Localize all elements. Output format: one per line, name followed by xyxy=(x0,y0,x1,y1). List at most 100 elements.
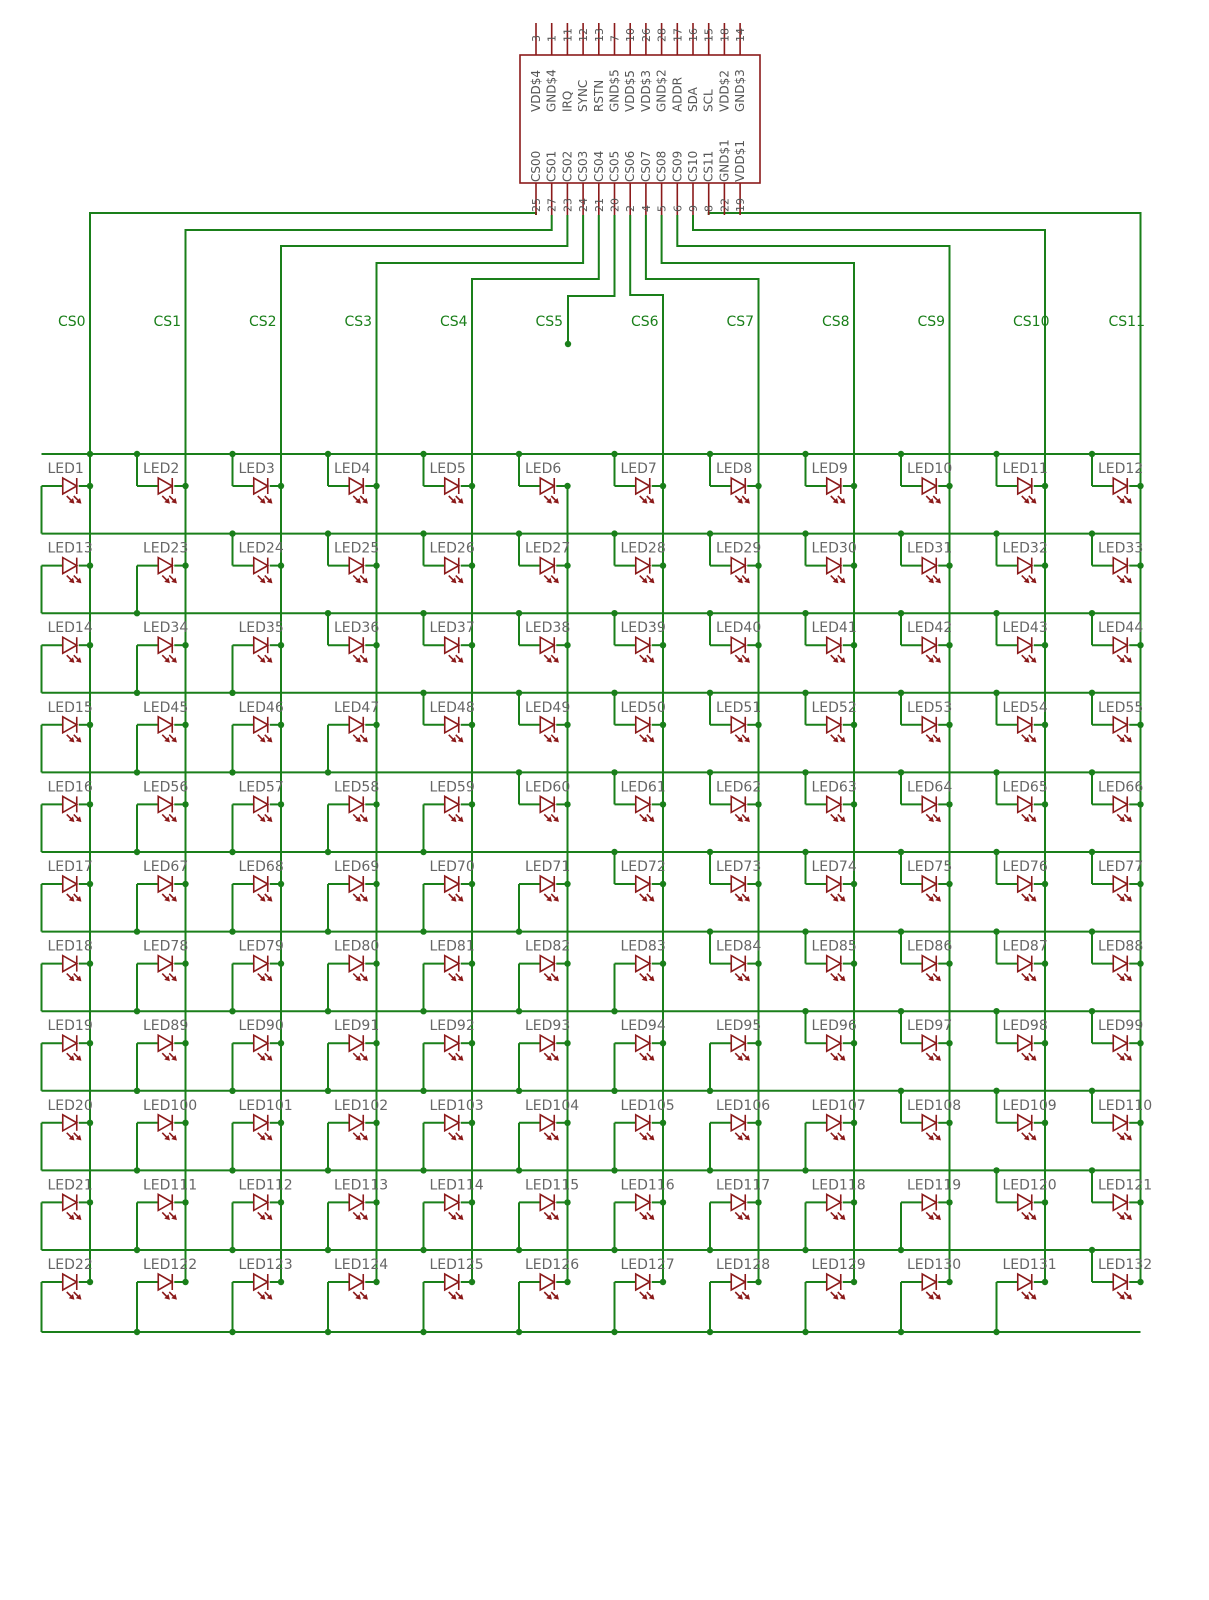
ic-bottom-pin-number: 21 xyxy=(593,198,606,212)
diode-triangle xyxy=(157,1272,174,1292)
junction-dot xyxy=(229,450,236,458)
light-arrow-head xyxy=(164,498,170,504)
led-designator: LED104 xyxy=(525,1098,579,1114)
junction-dot xyxy=(659,801,667,808)
light-arrow-head xyxy=(737,577,743,584)
junction-dot xyxy=(802,848,809,856)
junction-dot xyxy=(420,530,427,537)
led-symbol: LED19 xyxy=(48,1018,93,1061)
led-designator: LED25 xyxy=(334,541,379,557)
junction-dot xyxy=(1137,1199,1144,1206)
led-symbol: LED31 xyxy=(907,541,952,584)
led-designator: LED118 xyxy=(812,1177,866,1193)
junction-dot xyxy=(324,1087,332,1095)
junction-dot xyxy=(946,880,953,888)
led-designator: LED40 xyxy=(716,620,761,636)
junction-dot xyxy=(1137,960,1144,967)
light-arrow-head xyxy=(457,577,464,584)
cs-route-wire xyxy=(471,215,600,486)
junction-dot xyxy=(564,1278,571,1286)
light-arrow-head xyxy=(744,657,750,663)
diode-triangle xyxy=(443,556,461,575)
junction-dot xyxy=(611,689,618,696)
led-designator: LED105 xyxy=(621,1098,675,1114)
led-designator: LED74 xyxy=(812,859,857,875)
led-designator: LED90 xyxy=(239,1018,284,1034)
diode-triangle xyxy=(921,556,938,575)
junction-dot xyxy=(229,1087,236,1095)
junction-dot xyxy=(468,482,476,490)
junction-dot xyxy=(515,1167,523,1174)
led-designator: LED59 xyxy=(430,779,475,795)
led-symbol: LED116 xyxy=(621,1177,675,1221)
light-arrow-head xyxy=(75,577,82,584)
light-arrow-head xyxy=(1023,1294,1030,1300)
junction-dot xyxy=(802,689,809,696)
diode-triangle xyxy=(157,1193,174,1212)
light-arrow-head xyxy=(1023,896,1030,902)
junction-dot xyxy=(420,1328,427,1336)
junction-dot xyxy=(706,928,714,935)
cs-route-wire xyxy=(567,215,616,344)
junction-dot xyxy=(993,1087,1000,1095)
light-arrow-head xyxy=(1126,1214,1132,1221)
ic-bottom-pin-number: 23 xyxy=(561,198,574,212)
junction-dot xyxy=(897,450,905,458)
junction-dot xyxy=(802,769,809,776)
light-arrow-head xyxy=(648,896,655,902)
diode-triangle xyxy=(825,795,843,814)
junction-dot xyxy=(706,1167,714,1174)
diode-triangle xyxy=(634,635,652,655)
light-arrow-head xyxy=(744,1134,750,1141)
led-symbol: LED41 xyxy=(812,620,857,663)
led-designator: LED5 xyxy=(430,461,466,477)
junction-dot xyxy=(468,1278,476,1286)
diode-triangle xyxy=(730,556,747,575)
junction-dot xyxy=(850,960,858,967)
diode-triangle xyxy=(634,1272,652,1292)
led-designator: LED75 xyxy=(907,859,952,875)
junction-dot xyxy=(564,801,571,808)
junction-dot xyxy=(993,769,1000,776)
ic-top-pin-number: 28 xyxy=(656,28,669,42)
led-symbol: LED131 xyxy=(1003,1257,1057,1300)
diode-triangle xyxy=(1016,874,1034,894)
light-arrow-head xyxy=(737,1214,743,1221)
light-arrow-head xyxy=(164,1134,170,1141)
net-label-cs11: CS11 xyxy=(1109,314,1145,330)
light-arrow-head xyxy=(266,498,273,504)
led-designator: LED63 xyxy=(812,779,857,795)
led-symbol: LED49 xyxy=(525,700,570,743)
ic-bottom-pin-name: CS00 xyxy=(529,151,543,182)
junction-dot xyxy=(515,1246,523,1254)
led-designator: LED93 xyxy=(525,1018,570,1034)
light-arrow-head xyxy=(171,975,177,982)
diode-triangle xyxy=(157,476,174,496)
junction-dot xyxy=(324,928,332,935)
junction-dot xyxy=(659,1199,667,1206)
diode-triangle xyxy=(443,1033,461,1053)
led-symbol: LED26 xyxy=(430,541,475,584)
light-arrow-head xyxy=(1023,1134,1030,1141)
junction-dot xyxy=(659,562,667,569)
diode-triangle xyxy=(825,874,843,894)
light-arrow-head xyxy=(1023,736,1030,743)
light-arrow-head xyxy=(744,975,750,982)
junction-dot xyxy=(373,801,380,808)
junction-dot xyxy=(802,1008,809,1015)
ic-bottom-pin-name: CS09 xyxy=(670,151,684,182)
diode-triangle xyxy=(252,556,270,575)
light-arrow-head xyxy=(355,1055,361,1061)
junction-dot xyxy=(468,1119,476,1127)
junction-dot xyxy=(182,482,189,490)
light-arrow-head xyxy=(362,896,368,902)
diode-triangle xyxy=(157,954,174,973)
light-arrow-head xyxy=(1030,1294,1037,1300)
light-arrow-head xyxy=(839,577,846,584)
light-arrow-head xyxy=(928,577,934,584)
junction-dot xyxy=(755,1119,762,1127)
junction-dot xyxy=(373,562,380,569)
diode-triangle xyxy=(921,1033,938,1053)
light-arrow-head xyxy=(935,1055,941,1061)
